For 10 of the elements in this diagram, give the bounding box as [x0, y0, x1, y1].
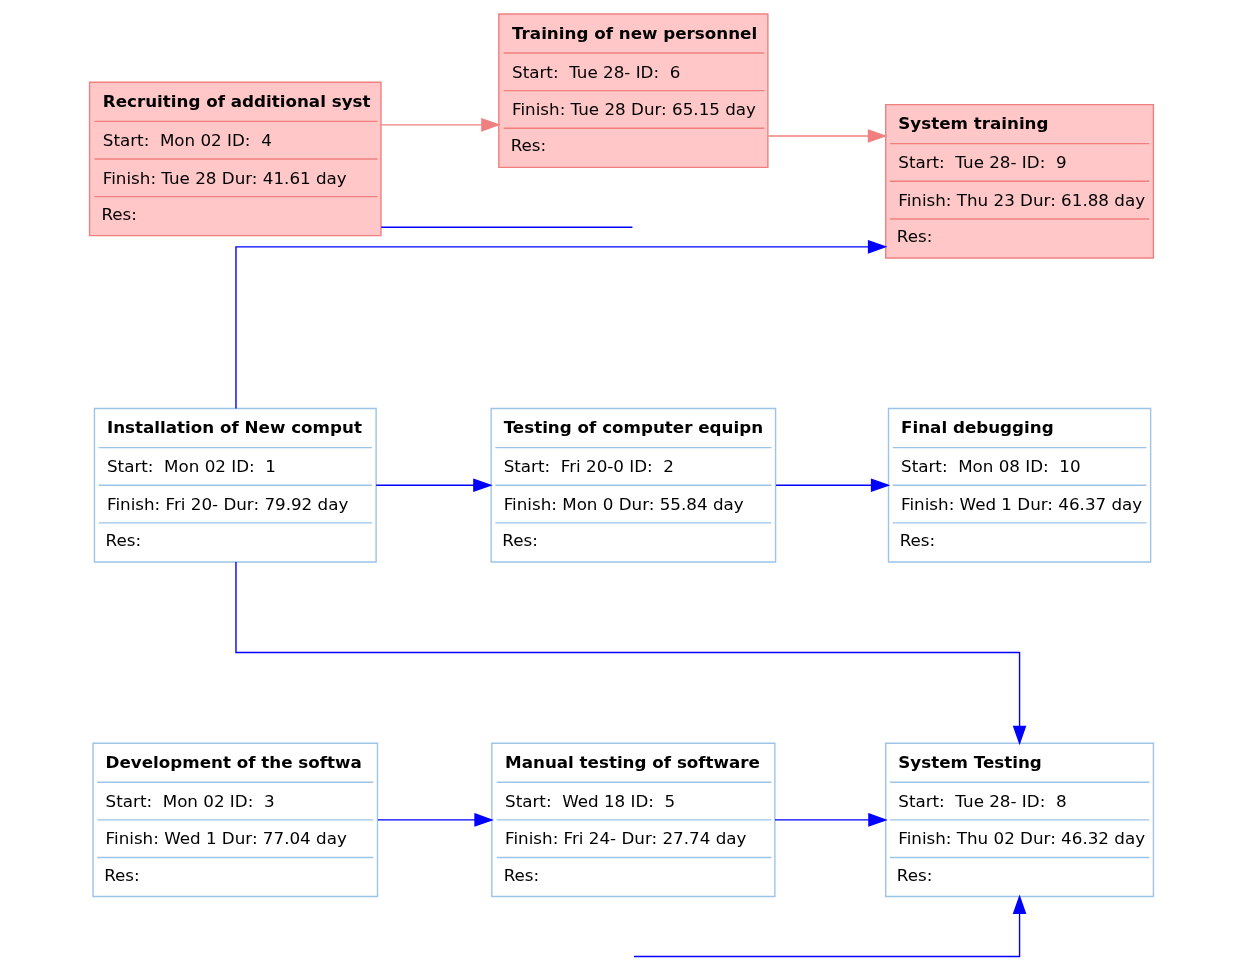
arrow — [774, 478, 890, 493]
arrow — [375, 478, 493, 493]
arrow — [376, 813, 494, 827]
arrow — [773, 813, 888, 827]
arrow — [767, 129, 887, 143]
arrow — [632, 894, 1026, 958]
arrow — [380, 118, 501, 132]
connector — [380, 226, 633, 228]
arrow — [234, 561, 1026, 746]
arrow — [234, 240, 887, 410]
